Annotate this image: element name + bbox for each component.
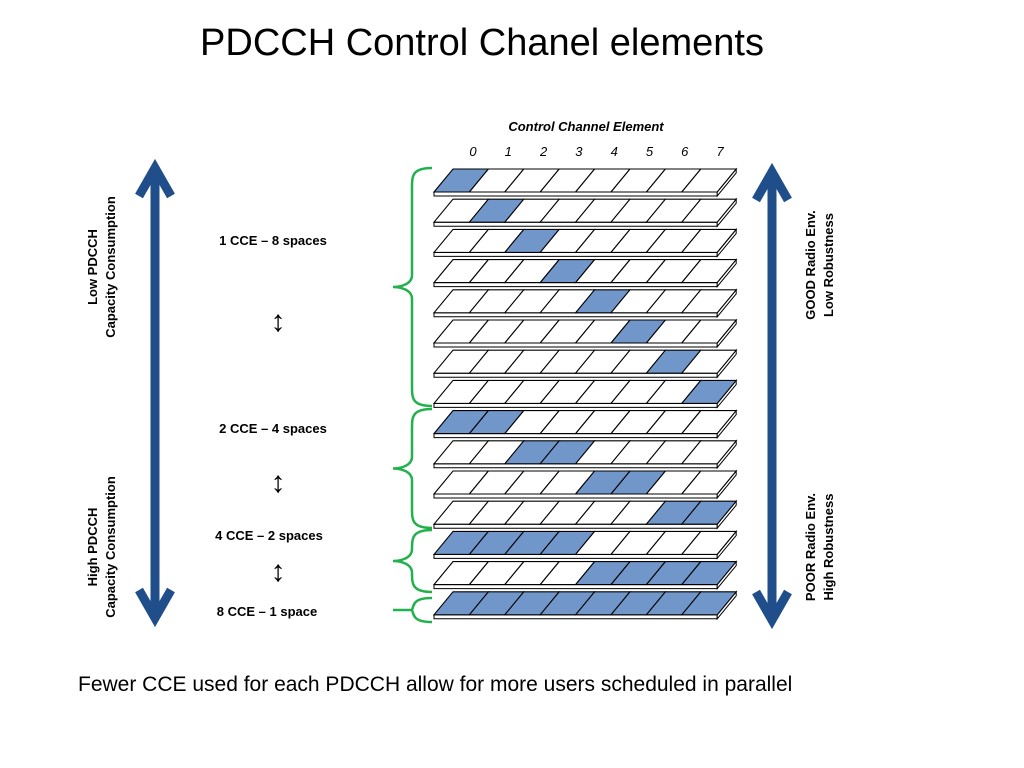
cce-row [432,167,738,198]
row-edge [433,312,718,318]
cce-row [432,409,738,439]
cce-row [432,379,738,409]
cce-index-label: 5 [645,144,654,159]
cce-cell-free [680,168,738,193]
cce-row [432,348,738,379]
cce-index-label: 2 [539,144,548,159]
cce-row [432,560,738,590]
cce-cell-free [680,259,738,284]
cce-cell-free [680,470,738,495]
cce-cell-free [680,228,738,253]
right-axis-top-label: GOOD Radio Env. Low Robustness [803,210,836,320]
left-axis-bottom-label: High PDCCH Capacity Consumption [85,476,118,618]
cce-cell-used [680,500,738,525]
right-robustness-arrow-head-up [752,162,792,203]
cce-row [432,590,738,621]
left-capacity-arrow-head-up [135,158,175,199]
group-brace [392,407,433,530]
group-brace [392,528,433,594]
cce-row [432,258,738,288]
cce-index-label: 6 [681,144,689,159]
cce-cell-used [680,591,738,616]
cce-index-label: 1 [504,144,512,159]
row-edge [433,553,718,559]
group-braces [392,166,433,624]
cce-index-label: 0 [469,144,477,159]
cce-row [432,499,738,530]
cce-row [432,318,738,349]
row-edge [433,463,718,469]
cce-index-label: 7 [716,144,724,159]
row-edge [433,191,718,197]
right-axis-bottom-label: POOR Radio Env. High Robustness [803,492,836,602]
left-capacity-arrow-head-down [135,587,175,628]
group-brace [393,596,433,624]
group-label-1cce: 1 CCE – 8 spaces [219,233,327,248]
swap-icon: ↕ [270,555,286,588]
cce-row [432,439,738,470]
row-edge [433,221,718,227]
cce-cell-free [680,198,738,223]
cce-row [432,530,738,560]
row-edge [433,372,718,378]
row-edge [433,402,718,408]
left-axis-top-label: Low PDCCH Capacity Consumption [85,196,118,338]
axis-arrows [135,158,792,630]
swap-icon: ↕ [270,305,286,338]
cce-cell-free [680,410,738,435]
cce-row [432,197,738,228]
group-brace [392,166,433,408]
cce-row [432,469,738,500]
cce-row [432,228,738,258]
cce-row [432,288,738,319]
row-edge [433,584,718,590]
cce-cell-free [680,289,738,314]
cce-grid [432,167,738,621]
footer-caption: Fewer CCE used for each PDCCH allow for … [78,673,793,696]
cce-index-label: 3 [575,144,583,159]
row-edge [433,342,718,348]
cce-cell-free [680,530,738,555]
row-edge [433,523,718,529]
cce-cell-used [680,561,738,586]
swap-icon: ↕ [270,466,286,499]
row-edge [433,282,718,288]
cce-cell-free [680,440,738,465]
row-edge [433,251,718,257]
right-robustness-arrow-head-down [752,589,792,630]
cce-header: Control Channel Element [508,119,664,134]
row-edge [433,433,718,439]
row-edge [433,493,718,499]
cce-index-label: 4 [610,144,618,159]
cce-cell-free [680,319,738,344]
row-edge [433,614,718,620]
slide-title: PDCCH Control Chanel elements [200,22,764,64]
cce-cell-free [680,349,738,374]
group-label-2cce: 2 CCE – 4 spaces [219,421,327,436]
group-label-8cce: 8 CCE – 1 space [216,604,318,619]
cce-cell-used [680,379,738,404]
group-label-4cce: 4 CCE – 2 spaces [215,528,323,543]
